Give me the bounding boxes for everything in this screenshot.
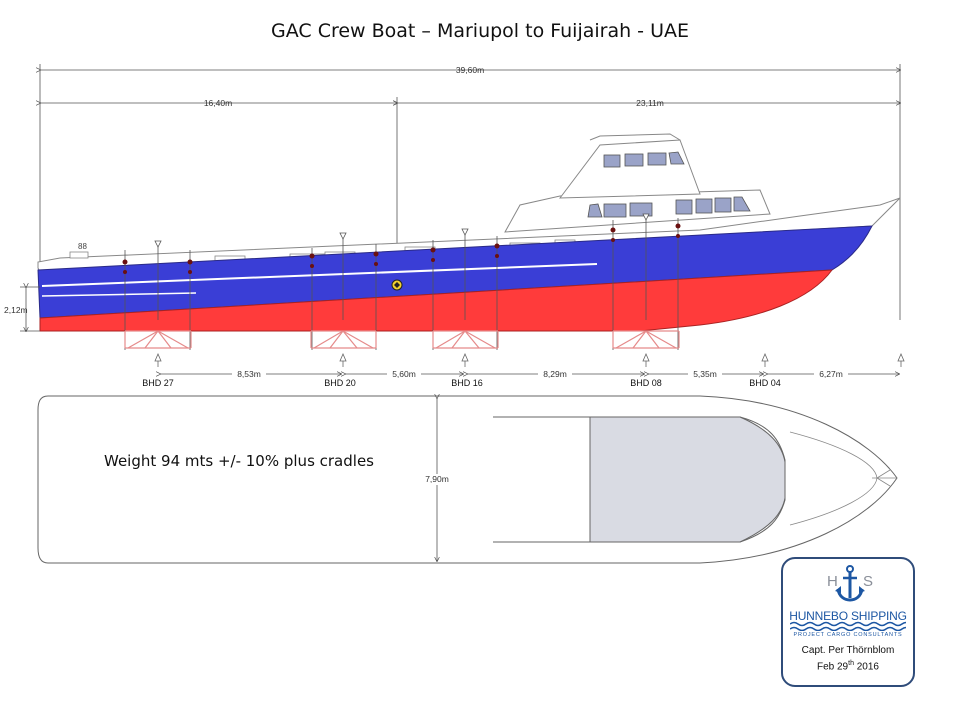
spacing-27-20-label: 8,53m [237,369,261,379]
height-label: 2,12m [4,305,28,315]
bulkhead-labels: BHD 27 BHD 20 BHD 16 BHD 08 BHD 04 [142,378,781,388]
sounding-markers [154,213,650,248]
bhd-16-label: BHD 16 [451,378,483,388]
cradles [124,330,680,349]
cradle-bhd-27 [124,330,192,349]
bhd-04-label: BHD 04 [749,378,781,388]
height-dimension [20,287,40,331]
logo-initial-h: H [827,573,838,590]
logo-captain: Capt. Per Thörnblom [801,645,895,656]
bulkhead-position-markers [154,352,905,367]
waves-icon [790,621,906,631]
logo-company-name: HUNNEBO SHIPPING [789,609,907,623]
logo-tagline: PROJECT CARGO CONSULTANTS [793,632,903,638]
boat-plan-view [37,395,898,564]
spacing-16-08-label: 8,29m [543,369,567,379]
spacing-labels: 8,53m 5,60m 8,29m 5,35m 6,27m [232,368,848,379]
overall-length-label: 39,60m [456,65,484,75]
lifting-point-markers [122,223,681,274]
bhd-20-label: BHD 20 [324,378,356,388]
bulkhead-verticals [157,220,647,320]
wheelhouse-windows [587,151,751,218]
boat-side-profile [37,133,901,332]
bhd-08-label: BHD 08 [630,378,662,388]
overall-length-dimension [40,64,900,320]
beam-label: 7,90m [425,474,449,484]
anchor-icon [835,565,865,602]
cradle-bhd-20 [310,330,377,349]
cradle-bhd-08 [612,330,680,349]
fwd-section-label: 23,11m [636,98,664,108]
logo-initial-s: S [863,573,874,590]
drawing-title: GAC Crew Boat – Mariupol to Fuijairah - … [271,20,689,42]
bhd-27-label: BHD 27 [142,378,174,388]
hull-number: 88 [78,242,87,251]
logo-date: Feb 29th 2016 [816,660,879,673]
aft-section-label: 16,40m [204,98,232,108]
spacing-08-04-label: 5,35m [693,369,717,379]
weight-note: Weight 94 mts +/- 10% plus cradles [104,452,374,470]
company-logo: H S HUNNEBO SHIPPING PROJECT CARGO CONSU… [781,557,915,687]
cradle-bhd-16 [432,330,499,349]
spacing-20-16-label: 5,60m [392,369,416,379]
spacing-04-bow-label: 6,27m [819,369,843,379]
